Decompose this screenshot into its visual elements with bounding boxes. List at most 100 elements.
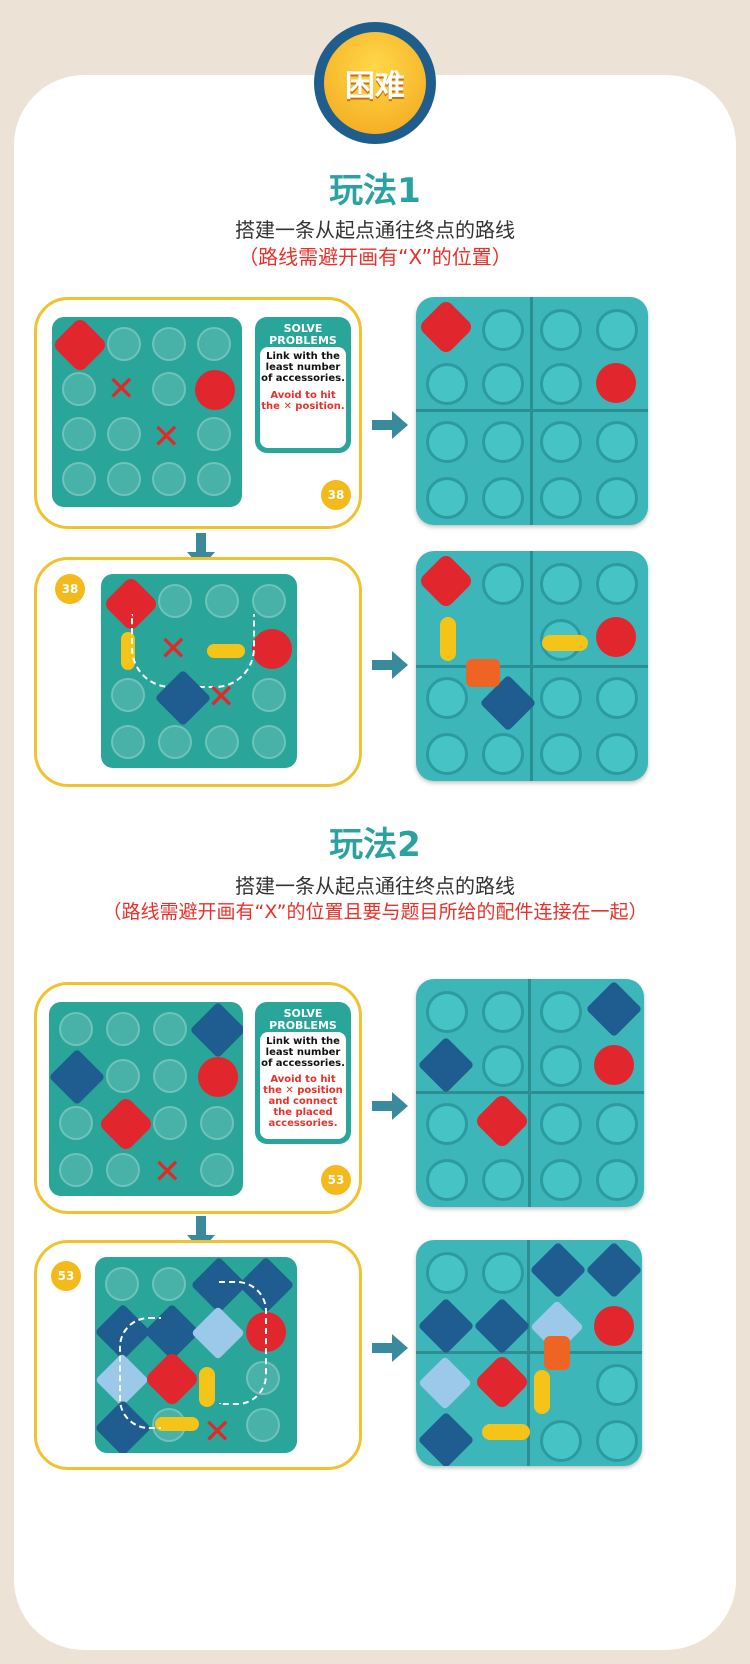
end-piece xyxy=(195,370,235,410)
board-tile xyxy=(482,1159,524,1201)
end-piece xyxy=(198,1057,238,1097)
connector-piece xyxy=(417,1411,475,1466)
arrow-right-icon xyxy=(372,660,392,670)
solve-card-warning: Avoid to hit the ✕ position and connect … xyxy=(263,1074,343,1129)
solve-card-header: SOLVE PROBLEMS xyxy=(269,1007,337,1032)
start-piece xyxy=(97,1095,155,1153)
track-piece xyxy=(534,1370,550,1414)
board-tile xyxy=(540,421,582,463)
blocked-x-icon: ✕ xyxy=(203,1412,232,1452)
connector-piece xyxy=(585,980,643,1038)
start-piece xyxy=(473,1353,531,1411)
board-tile xyxy=(152,327,186,361)
solve-problems-card: SOLVE PROBLEMS Link with the least numbe… xyxy=(255,317,351,453)
end-piece xyxy=(596,617,636,657)
connector-piece xyxy=(417,1297,475,1355)
board-tile xyxy=(252,725,286,759)
board-tile xyxy=(482,1252,524,1294)
section1-desc-note: （路线需避开画有“X”的位置） xyxy=(238,245,512,269)
board-tile xyxy=(152,372,186,406)
board-tile xyxy=(596,1420,638,1462)
level-badge: 38 xyxy=(55,574,85,604)
connector-piece xyxy=(417,1036,475,1094)
connector-piece xyxy=(585,1241,642,1299)
arrow-right-icon xyxy=(372,420,392,430)
board-seam xyxy=(416,409,648,412)
board-seam xyxy=(416,1091,644,1094)
board-tile xyxy=(426,1159,468,1201)
board-tile xyxy=(540,309,582,351)
board-tile xyxy=(426,991,468,1033)
track-piece xyxy=(199,1367,215,1407)
board-tile xyxy=(205,725,239,759)
board-tile xyxy=(107,327,141,361)
board-tile xyxy=(596,1159,638,1201)
board-photo-1a xyxy=(416,297,648,525)
board-tile xyxy=(596,309,638,351)
blocked-x-icon: ✕ xyxy=(152,417,181,457)
solve-card-body: Link with the least number of accessorie… xyxy=(260,347,346,448)
board-tile xyxy=(540,1045,582,1087)
arrow-right-icon xyxy=(372,1101,392,1111)
board-tile xyxy=(482,991,524,1033)
board-tile xyxy=(540,1103,582,1145)
level-badge: 53 xyxy=(51,1261,81,1291)
section2-desc: 搭建一条从起点通往终点的路线 xyxy=(235,874,515,898)
board-photo-1b xyxy=(416,551,648,781)
level-badge: 53 xyxy=(321,1165,351,1195)
board-tile xyxy=(540,477,582,519)
board-tile xyxy=(252,584,286,618)
board-tile xyxy=(596,1103,638,1145)
board-tile xyxy=(152,462,186,496)
board-tile xyxy=(426,477,468,519)
board-tile xyxy=(107,417,141,451)
start-piece xyxy=(417,298,475,356)
board-tile xyxy=(106,1059,140,1093)
board-tile xyxy=(540,1159,582,1201)
board-tile xyxy=(482,363,524,405)
difficulty-badge: 困难 xyxy=(314,22,436,144)
puzzle-frame-2b: 53 ✕ xyxy=(34,1240,362,1470)
board-tile xyxy=(59,1012,93,1046)
board-tile xyxy=(62,417,96,451)
board-tile xyxy=(426,421,468,463)
board-tile xyxy=(540,1420,582,1462)
board-tile xyxy=(153,1059,187,1093)
puzzle-frame-1a: ✕ ✕ SOLVE PROBLEMS Link with the least n… xyxy=(34,297,362,529)
board-tile xyxy=(482,421,524,463)
board-tile xyxy=(482,309,524,351)
board-tile xyxy=(153,1012,187,1046)
board-tile xyxy=(158,584,192,618)
connector-piece xyxy=(473,1297,531,1355)
route-path xyxy=(219,1281,267,1405)
board-tile xyxy=(426,1103,468,1145)
board-tile xyxy=(596,733,638,775)
puzzle-board-1a: ✕ ✕ xyxy=(52,317,242,507)
section1-title: 玩法1 xyxy=(329,171,421,211)
board-tile xyxy=(426,677,468,719)
board-tile xyxy=(482,477,524,519)
board-tile xyxy=(540,363,582,405)
board-tile xyxy=(596,563,638,605)
puzzle-board-2a: ✕ xyxy=(49,1002,243,1196)
board-tile xyxy=(59,1153,93,1187)
end-piece xyxy=(594,1045,634,1085)
board-tile xyxy=(540,563,582,605)
car-piece xyxy=(466,659,500,687)
solve-card-header: SOLVE PROBLEMS xyxy=(269,322,337,347)
board-tile xyxy=(426,363,468,405)
solve-card-body: Link with the least number of accessorie… xyxy=(260,1032,346,1139)
board-tile xyxy=(596,677,638,719)
board-tile xyxy=(200,1153,234,1187)
start-piece xyxy=(52,317,109,374)
arrow-right-icon xyxy=(392,651,408,679)
board-tile xyxy=(426,733,468,775)
arrow-right-icon xyxy=(392,411,408,439)
connector-piece xyxy=(49,1048,106,1106)
board-tile xyxy=(153,1106,187,1140)
board-tile xyxy=(540,733,582,775)
puzzle-frame-2a: ✕ SOLVE PROBLEMS Link with the least num… xyxy=(34,982,362,1214)
level-badge: 38 xyxy=(321,480,351,510)
board-tile xyxy=(540,991,582,1033)
board-tile xyxy=(152,1267,186,1301)
